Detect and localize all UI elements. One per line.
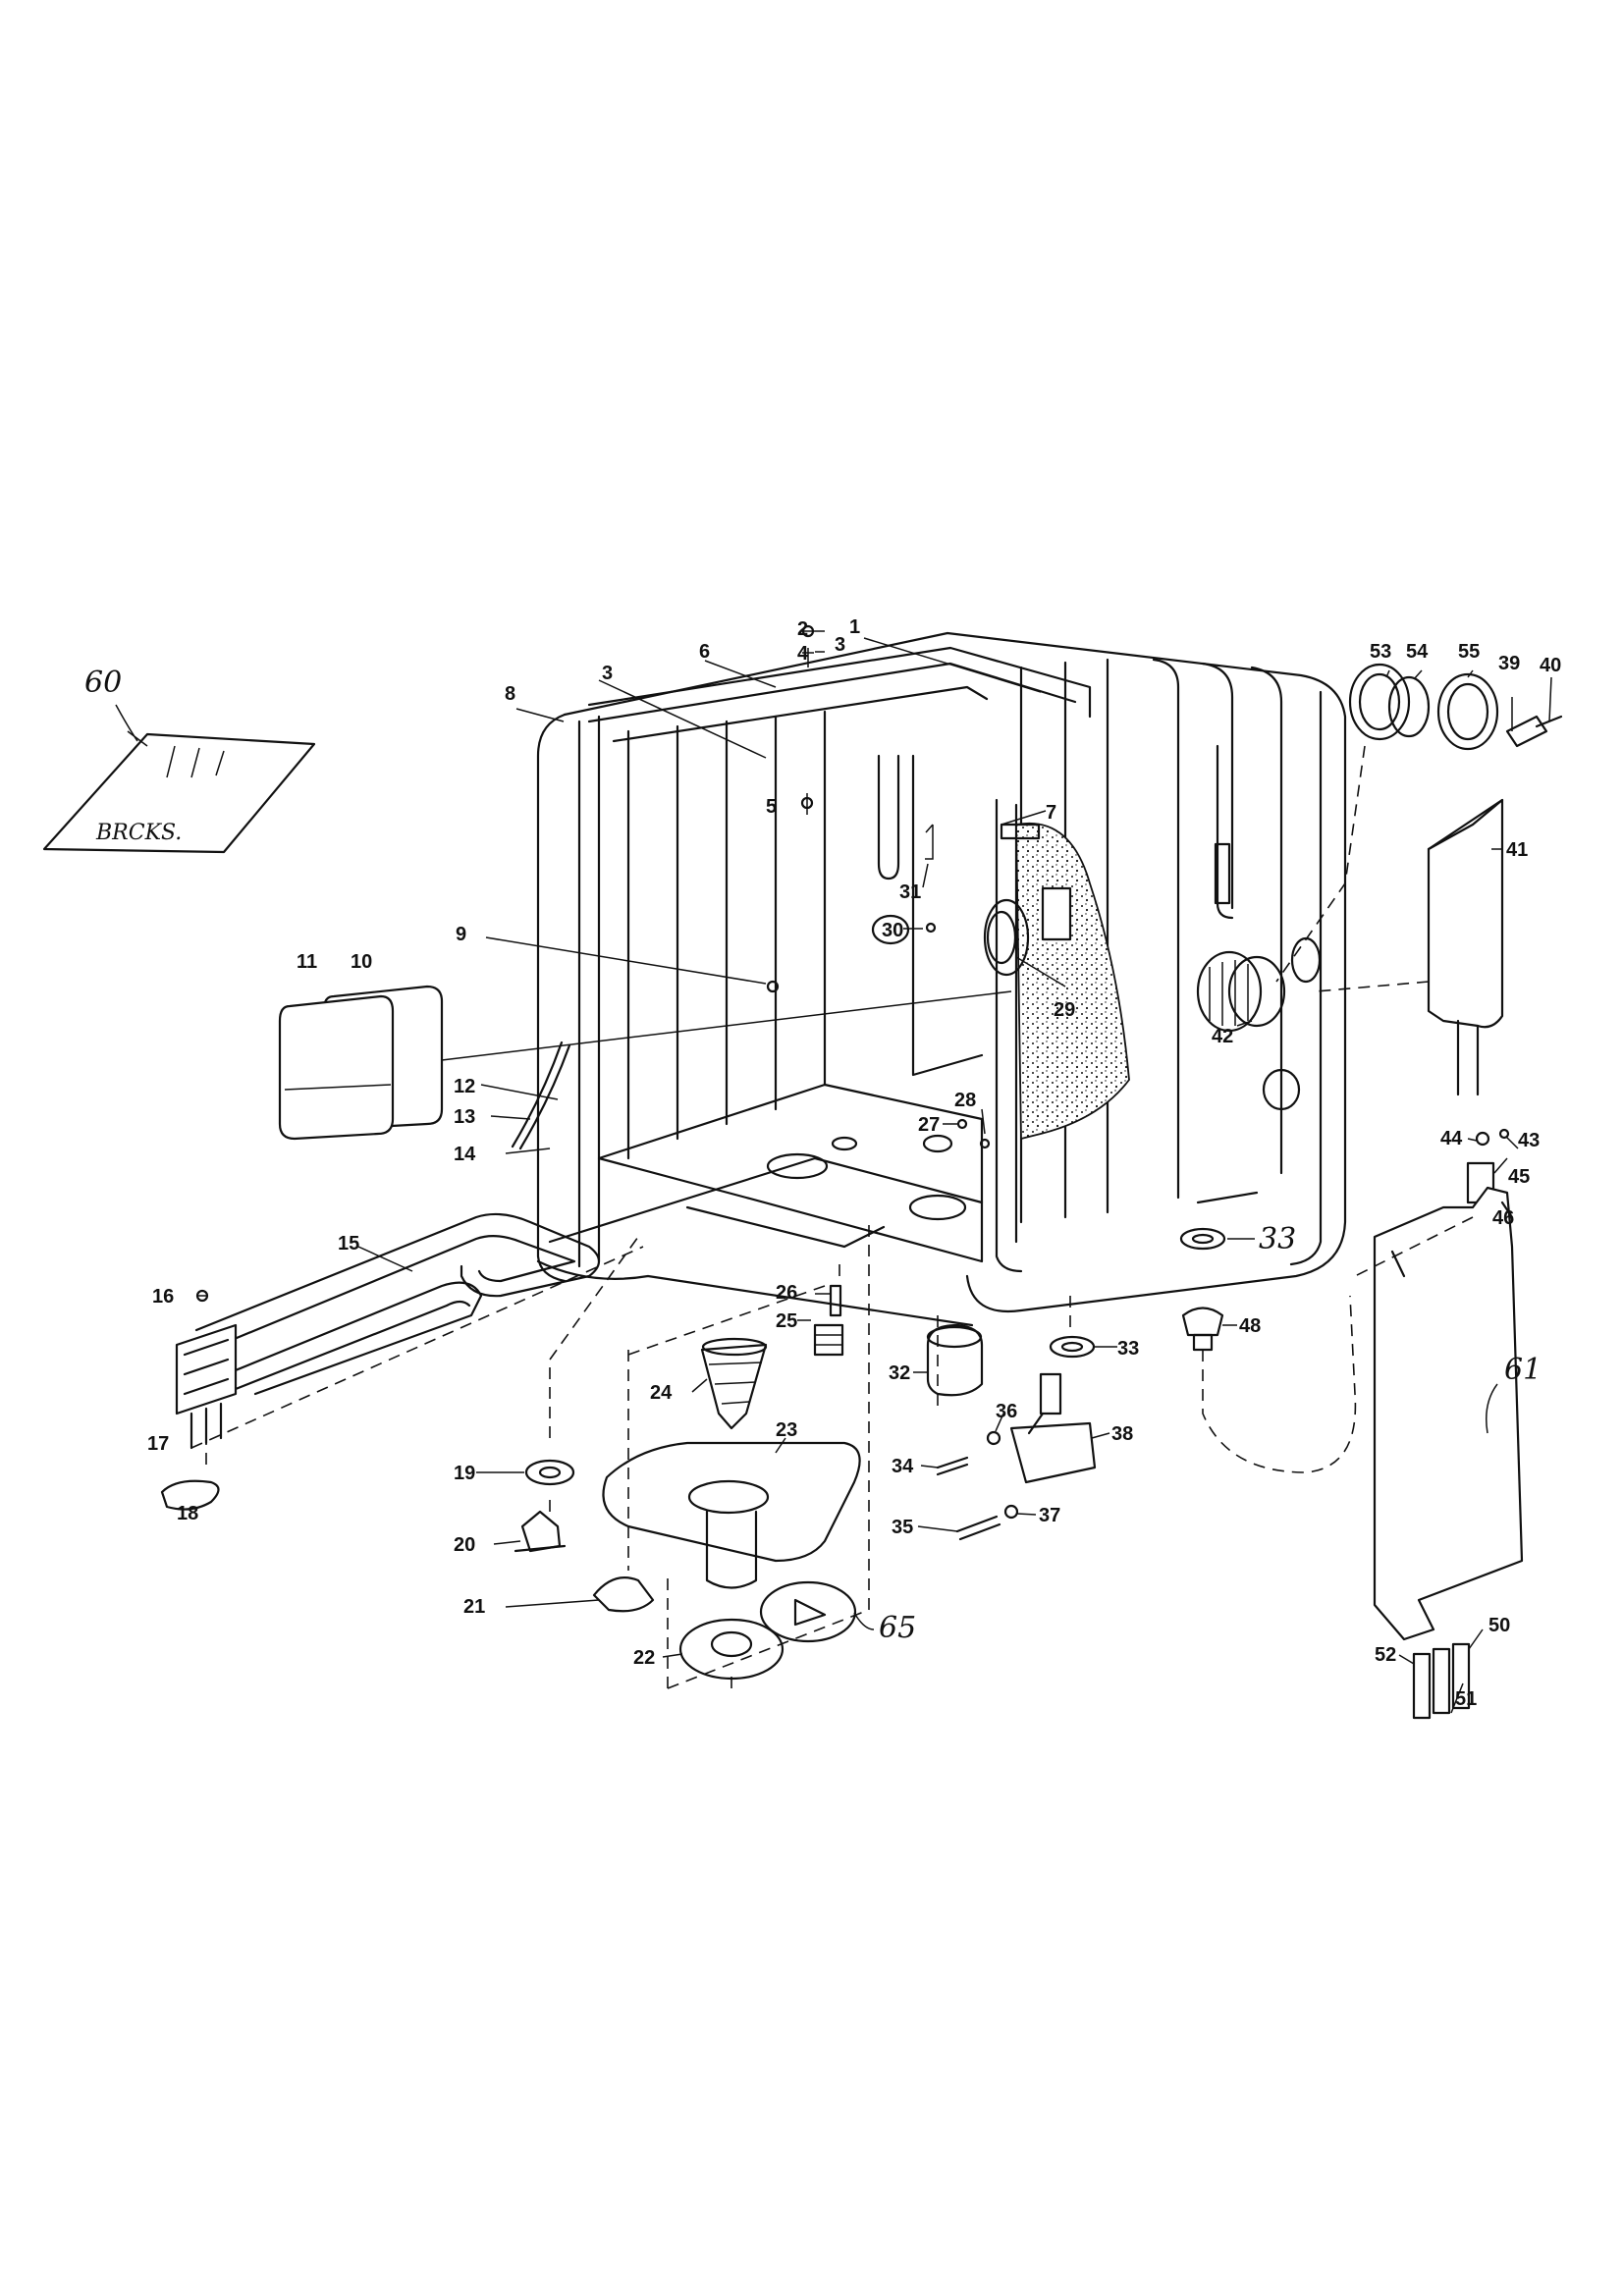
callout-6: 6: [699, 641, 710, 663]
callout-55: 55: [1458, 641, 1480, 663]
callout-51: 51: [1455, 1688, 1477, 1710]
callout-33: 33: [1117, 1338, 1139, 1360]
sump-and-pump-parts: [514, 1227, 1226, 1681]
label-leaders: [196, 630, 1552, 1714]
callout-17: 17: [147, 1433, 169, 1455]
callout-20: 20: [454, 1534, 475, 1556]
part-11-10-panels: [278, 985, 444, 1141]
callout-39: 39: [1498, 653, 1520, 674]
bracket-note-text: BRCKS.: [95, 821, 182, 845]
handwritten-33: 33: [1259, 1222, 1296, 1256]
callout-5: 5: [766, 796, 777, 818]
callout-36: 36: [996, 1401, 1017, 1422]
callout-30: 30: [882, 920, 903, 941]
callout-7: 7: [1046, 802, 1056, 824]
callout-42: 42: [1212, 1026, 1233, 1047]
callout-54: 54: [1406, 641, 1429, 663]
callout-16: 16: [152, 1286, 174, 1308]
callout-3b: 3: [835, 634, 845, 656]
callout-35: 35: [892, 1517, 913, 1538]
callout-38: 38: [1111, 1423, 1133, 1445]
callout-29: 29: [1054, 999, 1075, 1021]
callout-40: 40: [1540, 655, 1561, 676]
callout-21: 21: [463, 1596, 485, 1618]
heating-element: [160, 1212, 601, 1511]
callout-10: 10: [351, 951, 372, 973]
callout-37: 37: [1039, 1505, 1060, 1526]
callout-9: 9: [456, 924, 466, 945]
callout-32: 32: [889, 1362, 910, 1384]
callout-4: 4: [797, 643, 809, 665]
callout-13: 13: [454, 1106, 475, 1128]
callout-2: 2: [797, 618, 808, 640]
callout-12: 12: [454, 1076, 475, 1097]
callout-48: 48: [1239, 1315, 1261, 1337]
callout-14: 14: [454, 1144, 476, 1165]
callout-8: 8: [505, 683, 515, 705]
callout-27: 27: [918, 1114, 940, 1136]
callout-34: 34: [892, 1456, 914, 1477]
callout-43: 43: [1518, 1130, 1540, 1151]
handwritten-61: 61: [1504, 1353, 1542, 1387]
part-60-label: 60: [84, 666, 122, 700]
dashed-guide-lines: [190, 745, 1474, 1689]
tub-assembly: [536, 631, 1347, 1327]
callout-24: 24: [650, 1382, 673, 1404]
bracket-note-sheet: [42, 730, 316, 854]
callout-22: 22: [633, 1647, 655, 1669]
callout-45: 45: [1508, 1166, 1530, 1188]
callout-41: 41: [1506, 839, 1528, 861]
callout-53: 53: [1370, 641, 1391, 663]
handwritten-65: 65: [879, 1611, 916, 1645]
callout-44: 44: [1440, 1128, 1463, 1149]
callout-50: 50: [1488, 1615, 1510, 1636]
callout-19: 19: [454, 1463, 475, 1484]
callout-26: 26: [776, 1282, 797, 1304]
top-fasteners: [766, 624, 1041, 1149]
callout-18: 18: [177, 1503, 198, 1524]
callout-11: 11: [297, 951, 317, 973]
callout-25: 25: [776, 1310, 797, 1332]
callout-28: 28: [954, 1090, 976, 1111]
callout-1: 1: [849, 616, 860, 638]
callout-31: 31: [899, 881, 921, 903]
callout-labels: 1 2 3 3 4 5 6 7 8 9 10 11 12 13 14 15 16…: [147, 616, 1561, 1710]
callout-3a: 3: [602, 663, 613, 684]
callout-15: 15: [338, 1233, 359, 1255]
right-side-parts: [1348, 663, 1563, 1720]
callout-23: 23: [776, 1419, 797, 1441]
callout-46: 46: [1492, 1207, 1514, 1229]
callout-52: 52: [1375, 1644, 1396, 1666]
